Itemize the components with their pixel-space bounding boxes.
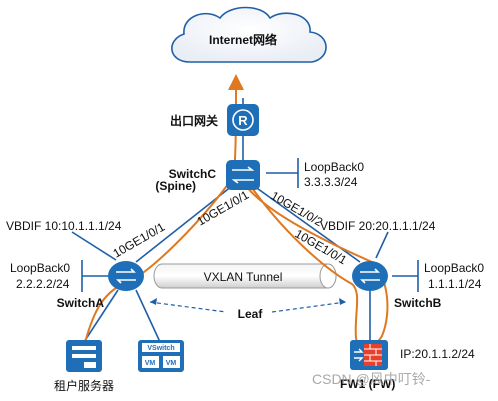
switch-b-loopback-ip: 1.1.1.1/24 [428,277,482,291]
egress-label: 出口网关 [170,113,218,128]
internet-label: Internet网络 [209,32,277,47]
switch-a-name: SwitchA [57,296,105,310]
vbdif-pointer-a [71,231,117,261]
server-label: 租户服务器 [54,378,114,393]
switch-a-loopback-name: LoopBack0 [10,261,70,275]
traffic-line-outbound [83,74,244,347]
switch-a-loopback-ip: 2.2.2.2/24 [16,277,70,291]
switch-c-loopback-ip: 3.3.3.3/24 [304,175,358,189]
leaf-label: Leaf [238,307,264,321]
firewall: IP:20.1.1.2/24 FW1 (FW) [340,340,475,391]
link-switcha-vswitch [135,289,161,343]
egress-router: R 出口网关 [170,104,259,136]
spine-port-to-b: 10GE1/0/2 [269,188,326,229]
vm-2-label: VM [166,360,177,367]
switch-c-loopback-name: LoopBack0 [304,160,364,174]
tenant-server: 租户服务器 [54,340,114,393]
svg-text:R: R [238,113,248,128]
vswitch: VSwitch VM VM [138,340,184,372]
switch-b-vbdif: VBDIF 20:20.1.1.1/24 [320,219,436,233]
router-icon [227,104,259,136]
switch-c-icon [226,160,260,190]
tunnel-label: VXLAN Tunnel [204,270,283,284]
watermark-text: CSDN @风中叮铃- [312,371,431,387]
switch-c: SwitchC (Spine) LoopBack0 3.3.3.3/24 [155,160,364,193]
switch-b-name: SwitchB [394,296,442,310]
vswitch-label: VSwitch [147,345,174,352]
firewall-ip: IP:20.1.1.2/24 [400,347,475,361]
internet-cloud: Internet网络 [171,6,327,63]
switch-b: VBDIF 20:20.1.1.1/24 LoopBack0 1.1.1.1/2… [320,219,484,310]
leaf-arrow-left [149,301,227,313]
switch-c-name: SwitchC [169,167,217,181]
link-switcha-server [83,289,119,343]
vbdif-pointer-b [375,231,389,259]
switch-c-role: (Spine) [155,179,196,193]
leaf-arrow-right [271,301,347,313]
switch-b-loopback-name: LoopBack0 [424,261,484,275]
leaf-indicator: Leaf [149,298,347,321]
leaf-arrowhead-right [339,298,346,305]
vxlan-tunnel: VXLAN Tunnel [153,263,337,289]
firewall-label: FW1 (FW) [340,377,395,391]
switch-a-vbdif: VBDIF 10:10.1.1.1/24 [6,219,122,233]
switch-a: VBDIF 10:10.1.1.1/24 LoopBack0 2.2.2.2/2… [6,219,144,310]
leaf-arrowhead-left [150,298,157,305]
vm-1-label: VM [145,360,156,367]
